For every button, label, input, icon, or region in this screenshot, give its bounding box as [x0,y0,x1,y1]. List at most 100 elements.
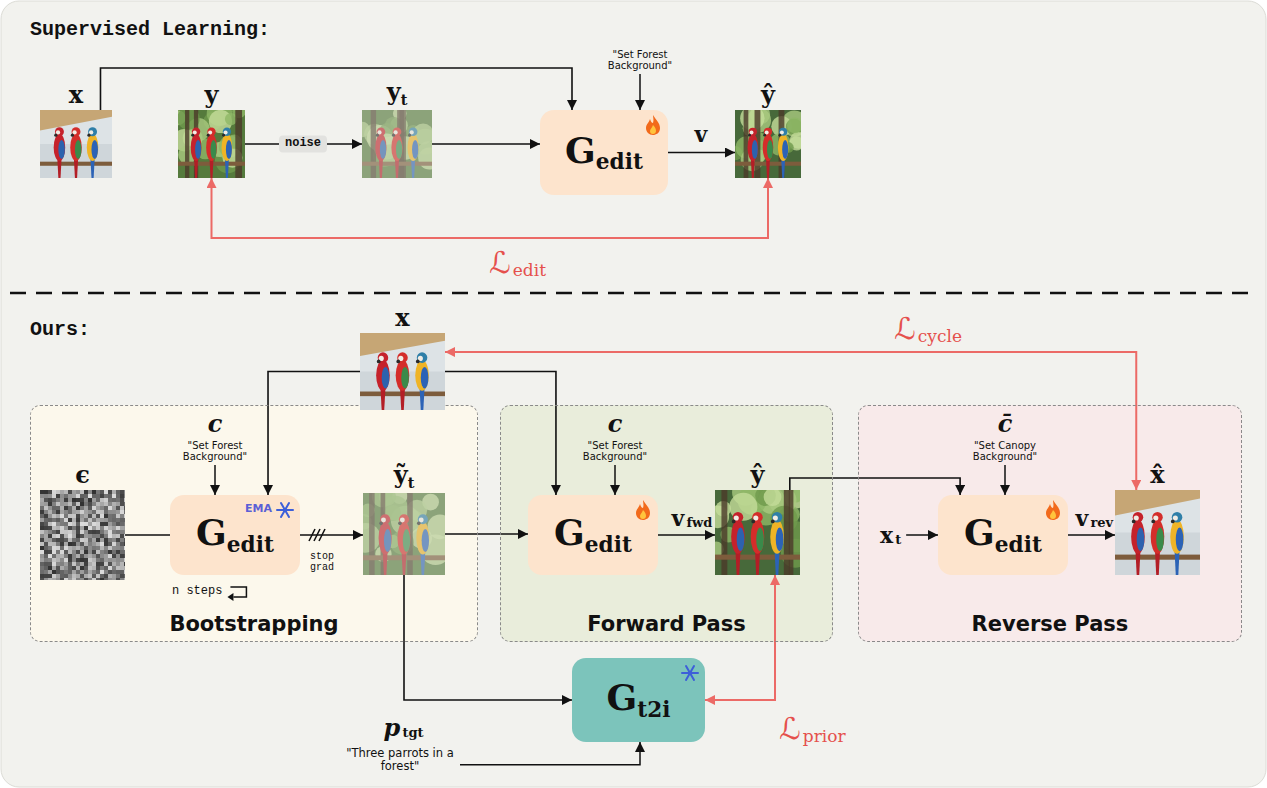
noise-pixel [48,506,52,510]
parrot-head [1152,512,1163,523]
noise-pixel [112,554,116,558]
parrot-wing [1176,527,1184,551]
noise-pixel [116,570,120,574]
noise-pixel [112,498,116,502]
noise-pixel [104,534,108,538]
noise-pixel [72,554,76,558]
leader-arrow [460,742,640,765]
noise-pixel [108,570,112,574]
noise-pixel [92,542,96,546]
noise-pixel [80,518,84,522]
noise-pixel [100,498,104,502]
noise-pixel [124,566,125,570]
noise-pixel [84,578,88,580]
noise-pixel [52,530,56,534]
flow-arrow [125,534,170,536]
noise-pixel [124,538,125,542]
noise-pixel [112,526,116,530]
noise-pixel [48,522,52,526]
parrot [222,128,233,178]
noise-pixel [96,522,100,526]
input-image: x [40,110,112,178]
noise-pixel [124,510,125,514]
parrot-head [55,127,64,136]
noise-pixel [68,530,72,534]
noise-pixel [44,522,48,526]
loop-arrowhead [227,593,233,601]
noise-pixel [116,566,120,570]
noise-pixel [48,562,52,566]
noise-pixel [116,550,120,554]
tree-trunk [721,490,727,575]
parrot-body [191,134,202,161]
noise-pixel [104,502,108,506]
noise-pixel [76,510,80,514]
parrot-body [87,134,99,161]
tree-trunk [185,110,189,178]
condition-symbol: c [608,411,623,437]
noise-pixel [56,562,60,566]
noise-pixel [64,558,68,562]
stage-panel: BootstrappingϵGeditEMAỹt [30,405,478,642]
noise-pixel [52,562,56,566]
noise-pixel [64,566,68,570]
noise-pixel [64,502,68,506]
noise-pixel [44,578,48,580]
noise-pixel [60,574,64,578]
noise-pixel [100,506,104,510]
noise-pixel [108,514,112,518]
photo [362,110,432,178]
prompt-subscript: tgt [402,726,423,740]
noise-pixel [52,546,56,550]
parrot-wing [767,140,773,159]
parrot-head [378,352,389,363]
noise-pixel [100,570,104,574]
noise-veil [363,493,445,575]
sky [40,110,112,178]
noise-pixel [80,570,84,574]
noise-pixel [92,566,96,570]
flame-outer [636,500,650,520]
noise-pixel [84,558,88,562]
noise-pixel [72,570,76,574]
noise-pixel [80,554,84,558]
noise-pixel [96,542,100,546]
noise-pixel [96,514,100,518]
noise-pixel [80,514,84,518]
parrot [1170,512,1184,575]
noise-pixel [108,578,112,580]
sky [1115,490,1200,575]
noise-pixel [88,570,92,574]
parrot-wing [737,527,745,551]
noise-pixel [120,490,124,494]
photo [360,333,445,410]
noise-pixel [120,514,124,518]
noise-pixel [96,498,100,502]
parrot-wing [1156,527,1164,551]
noise-pixel [64,530,68,534]
noise-pixel [72,562,76,566]
noise-pixel [44,506,48,510]
flow-arrow [790,478,960,495]
noise-pixel [84,546,88,550]
parrot [415,352,429,410]
noise-pixel [80,574,84,578]
noise-pixel [112,570,116,574]
noise-pixel [44,546,48,550]
noise-pixel [88,502,92,506]
noise-pixel [120,554,124,558]
parrot-beak [207,134,210,137]
noise-pixel [56,578,60,580]
noise-pixel [48,502,52,506]
noise-pixel [96,534,100,538]
parrot-face [765,130,769,134]
noise-pixel [56,570,60,574]
section-divider [10,292,1257,295]
noise-pixel [84,562,88,566]
noise-pixel [124,542,125,546]
noise-pixel [116,490,120,494]
parrot-beak [1151,520,1155,524]
panel-fill [500,405,833,642]
parrot-wing [382,367,390,389]
noise-pixel [56,498,60,502]
